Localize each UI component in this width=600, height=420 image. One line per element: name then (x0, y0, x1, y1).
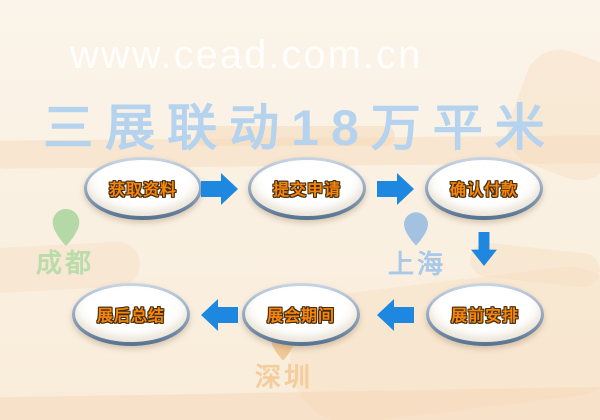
flow-node-surface: 获取资料 (87, 160, 199, 216)
flow-node-label: 获取资料 (108, 182, 177, 199)
arrow-left-icon (201, 299, 238, 331)
pin-shape (404, 212, 428, 246)
flow-node-post-show-summary: 展后总结 (72, 283, 190, 346)
map-silhouette (195, 126, 395, 146)
page-title: 三展联动18万平米 (43, 100, 557, 156)
flow-node-surface: 展后总结 (75, 286, 187, 342)
city-label-shenzhen: 深圳 (255, 362, 314, 392)
flow-node-label: 展前安排 (450, 308, 519, 325)
arrow-right-icon (201, 173, 238, 205)
city-label-shanghai: 上海 (388, 249, 447, 279)
flow-node-surface: 展会期间 (245, 286, 357, 342)
flow-node-during-show: 展会期间 (242, 283, 360, 346)
flow-node-confirm-payment: 确认付款 (425, 157, 543, 220)
flow-node-submit-application: 提交申请 (248, 157, 366, 220)
flow-node-label: 展会期间 (266, 308, 335, 325)
city-label-chengdu: 成都 (36, 248, 95, 278)
flow-node-surface: 展前安排 (429, 286, 541, 342)
flow-node-surface: 提交申请 (251, 160, 363, 216)
watermark: www.cead.com.cn (70, 33, 423, 77)
flow-node-get-info: 获取资料 (84, 157, 202, 220)
flow-node-surface: 确认付款 (428, 160, 540, 216)
flow-node-label: 展后总结 (96, 308, 165, 325)
chengdu-map-pin-icon (52, 209, 80, 246)
pin-shape (52, 209, 80, 246)
flow-node-pre-show-arrangement: 展前安排 (426, 283, 544, 346)
flow-node-label: 提交申请 (272, 182, 341, 199)
flow-node-label: 确认付款 (449, 182, 518, 199)
shanghai-map-pin-icon (404, 212, 428, 246)
arrow-right-icon (377, 173, 414, 205)
